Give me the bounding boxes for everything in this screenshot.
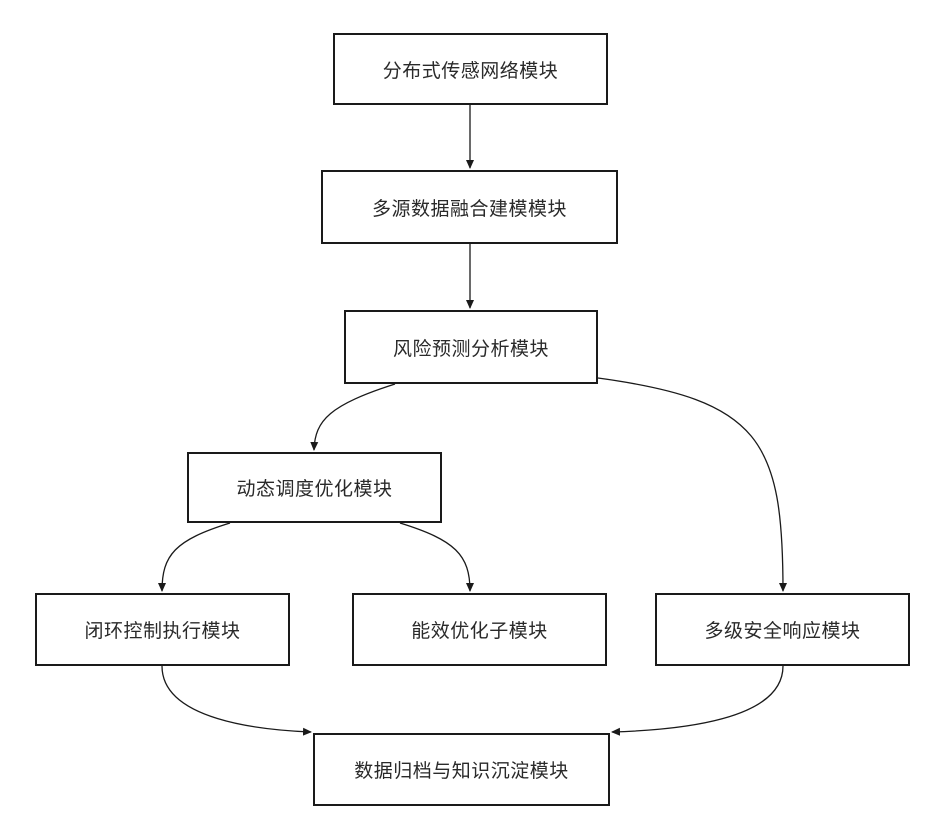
node-risk-prediction: 风险预测分析模块: [344, 310, 598, 384]
node-safety-response: 多级安全响应模块: [655, 593, 910, 666]
node-label: 能效优化子模块: [411, 616, 548, 643]
edge-closed-loop-to-archiving: [162, 666, 311, 732]
edge-scheduling-to-energy: [400, 523, 470, 591]
node-data-archiving: 数据归档与知识沉淀模块: [313, 733, 610, 806]
node-label: 多源数据融合建模模块: [372, 194, 567, 221]
edge-risk-to-scheduling: [314, 384, 395, 450]
node-dynamic-scheduling: 动态调度优化模块: [187, 452, 442, 523]
node-label: 数据归档与知识沉淀模块: [354, 756, 569, 783]
edge-risk-to-safety: [598, 378, 783, 591]
node-data-fusion: 多源数据融合建模模块: [321, 170, 618, 244]
node-label: 动态调度优化模块: [236, 474, 392, 501]
edge-scheduling-to-closed-loop: [162, 523, 230, 591]
edge-safety-to-archiving: [612, 666, 783, 732]
node-label: 闭环控制执行模块: [84, 616, 240, 643]
node-energy-efficiency: 能效优化子模块: [352, 593, 607, 666]
node-label: 分布式传感网络模块: [383, 56, 559, 83]
node-label: 多级安全响应模块: [704, 616, 860, 643]
node-label: 风险预测分析模块: [393, 334, 549, 361]
node-closed-loop-control: 闭环控制执行模块: [35, 593, 290, 666]
node-distributed-sensing: 分布式传感网络模块: [333, 33, 608, 105]
